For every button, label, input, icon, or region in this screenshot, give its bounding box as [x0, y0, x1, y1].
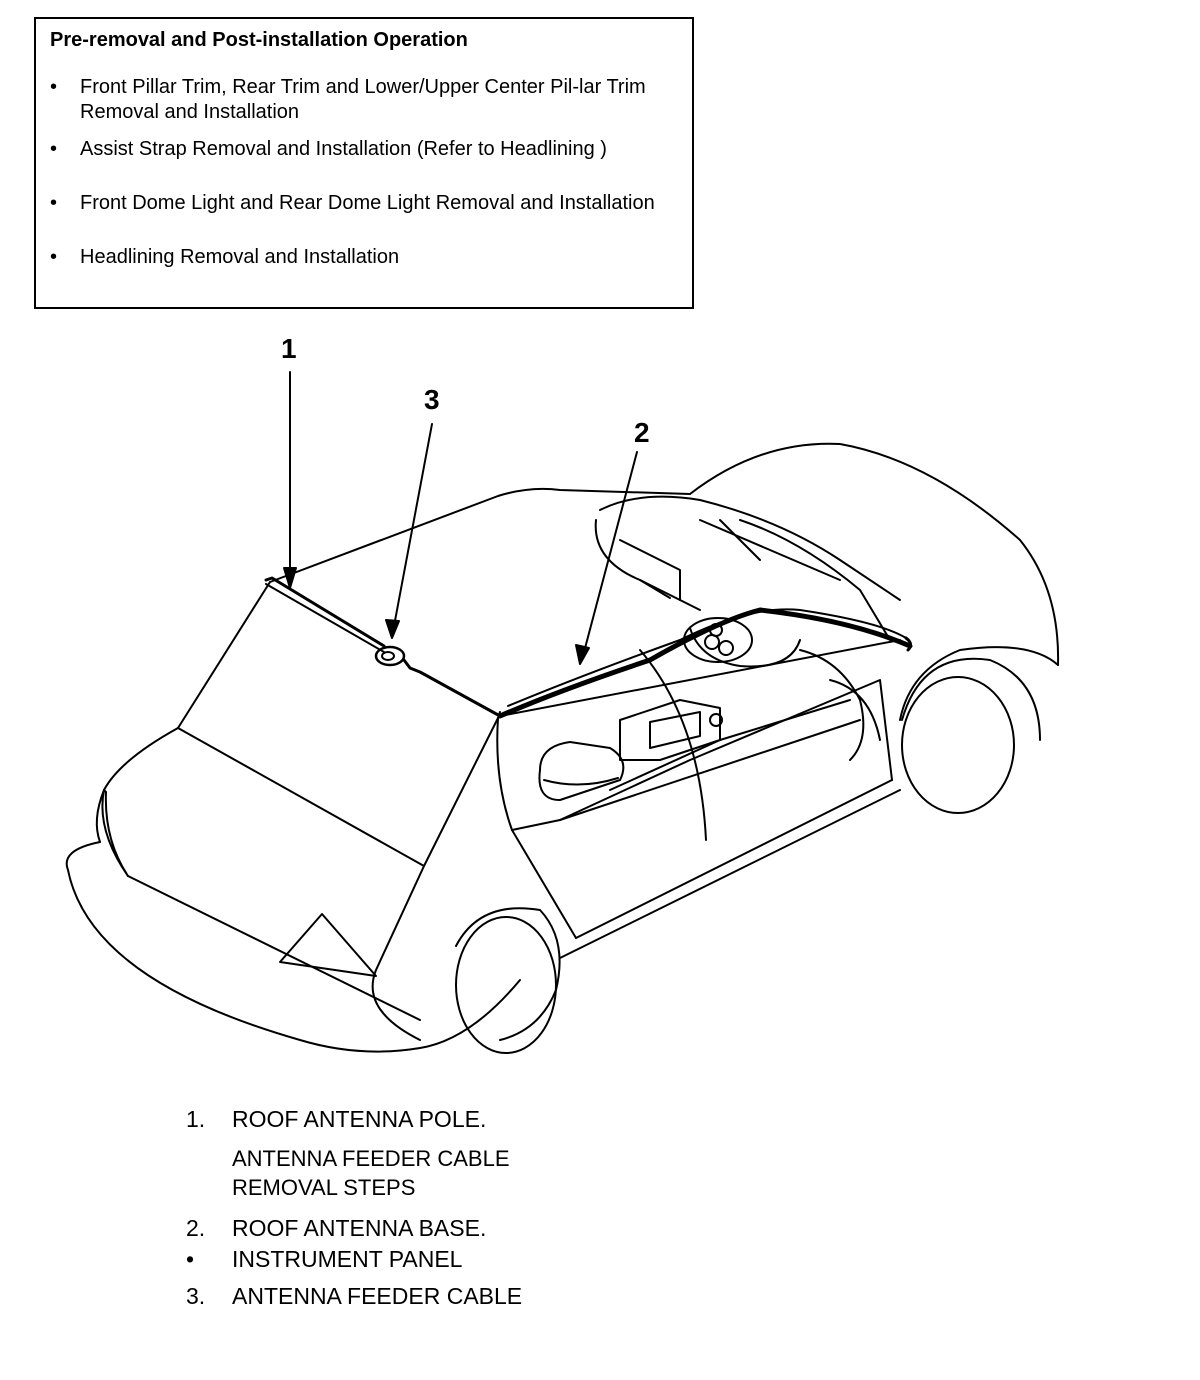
legend-label: ANTENNA FEEDER CABLE: [232, 1283, 523, 1309]
legend-number: 2.: [186, 1215, 206, 1241]
steps-line-2: REMOVAL STEPS: [232, 1175, 416, 1200]
callout-1: 1: [281, 333, 297, 364]
roof-antenna-pole: [264, 576, 386, 653]
bullet: •: [50, 76, 58, 98]
car-roof-antenna-diagram: 1 3 2: [65, 333, 1060, 1054]
legend-number: 1.: [186, 1106, 206, 1132]
pre-removal-note-box: Pre-removal and Post-installation Operat…: [34, 17, 694, 309]
car-interior: [538, 495, 901, 821]
steps-line-1: ANTENNA FEEDER CABLE: [232, 1146, 510, 1171]
note-title: Pre-removal and Post-installation Operat…: [50, 29, 468, 51]
note-item-text: Headlining Removal and Installation: [80, 246, 400, 268]
legend-number: 3.: [186, 1283, 206, 1309]
legend-label: ROOF ANTENNA POLE.: [232, 1106, 487, 1132]
leader-line-2: [575, 451, 638, 665]
bullet: •: [50, 192, 58, 214]
bullet: •: [50, 138, 58, 160]
leader-line-3: [385, 423, 433, 639]
roof-antenna-base: [374, 645, 502, 718]
legend-label: INSTRUMENT PANEL: [232, 1246, 463, 1272]
legend-label: ROOF ANTENNA BASE.: [232, 1215, 487, 1241]
bullet: •: [50, 246, 58, 268]
callout-3: 3: [424, 384, 440, 415]
leader-line-1: [283, 371, 297, 589]
car-body-outline: [65, 442, 1060, 1054]
callout-2: 2: [634, 417, 650, 448]
legend-bullet: •: [186, 1246, 195, 1272]
note-item-text: Front Dome Light and Rear Dome Light Rem…: [80, 192, 655, 214]
note-item-text: Assist Strap Removal and Installation (R…: [80, 138, 607, 160]
note-item-text: Front Pillar Trim, Rear Trim and Lower/U…: [80, 76, 646, 123]
